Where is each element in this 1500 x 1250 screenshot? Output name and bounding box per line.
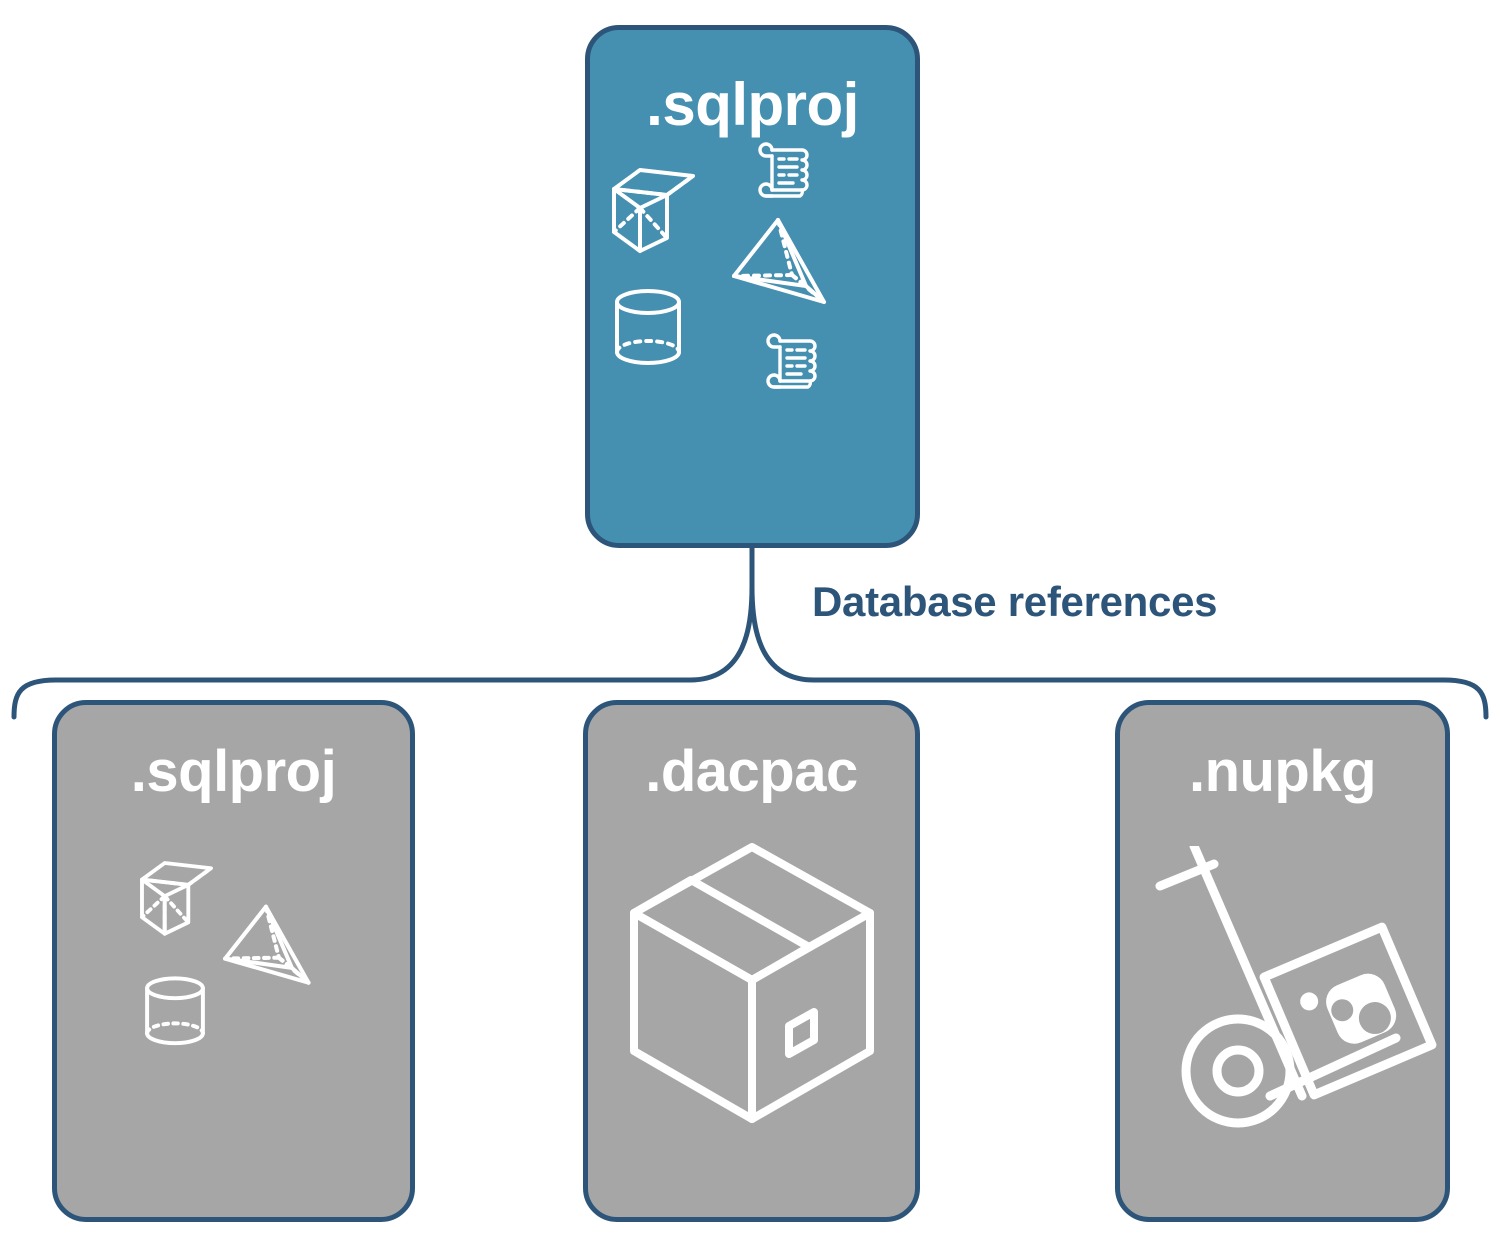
node-ref-nupkg-label: .nupkg bbox=[1188, 739, 1377, 804]
node-ref-dacpac[interactable]: .dacpac bbox=[583, 700, 920, 1222]
node-ref-sqlproj-label: .sqlproj bbox=[130, 739, 337, 804]
node-ref-nupkg[interactable]: .nupkg bbox=[1115, 700, 1450, 1222]
node-root-label: .sqlproj bbox=[646, 71, 859, 138]
cylinder-icon bbox=[145, 976, 205, 1046]
connector-label: Database references bbox=[812, 578, 1218, 625]
scroll-icon bbox=[766, 333, 817, 389]
node-ref-sqlproj[interactable]: .sqlproj bbox=[52, 700, 415, 1222]
nuget-package-icon bbox=[1259, 922, 1437, 1100]
pyramid-icon bbox=[732, 218, 826, 304]
hand-truck-icon bbox=[1155, 846, 1401, 1128]
node-root-sqlproj[interactable]: .sqlproj bbox=[585, 25, 920, 548]
package-box-icon bbox=[630, 843, 874, 1123]
pyramid-icon bbox=[223, 904, 311, 985]
cylinder-icon bbox=[615, 289, 681, 365]
scroll-icon bbox=[758, 142, 809, 198]
node-ref-sqlproj-icon-group bbox=[57, 801, 410, 1217]
node-ref-dacpac-label: .dacpac bbox=[645, 739, 858, 804]
node-ref-dacpac-icon-group bbox=[588, 801, 915, 1217]
node-root-icon-group bbox=[590, 135, 915, 543]
node-ref-nupkg-icon-group bbox=[1120, 801, 1445, 1217]
cube-icon bbox=[612, 168, 695, 253]
cube-icon bbox=[140, 861, 213, 936]
